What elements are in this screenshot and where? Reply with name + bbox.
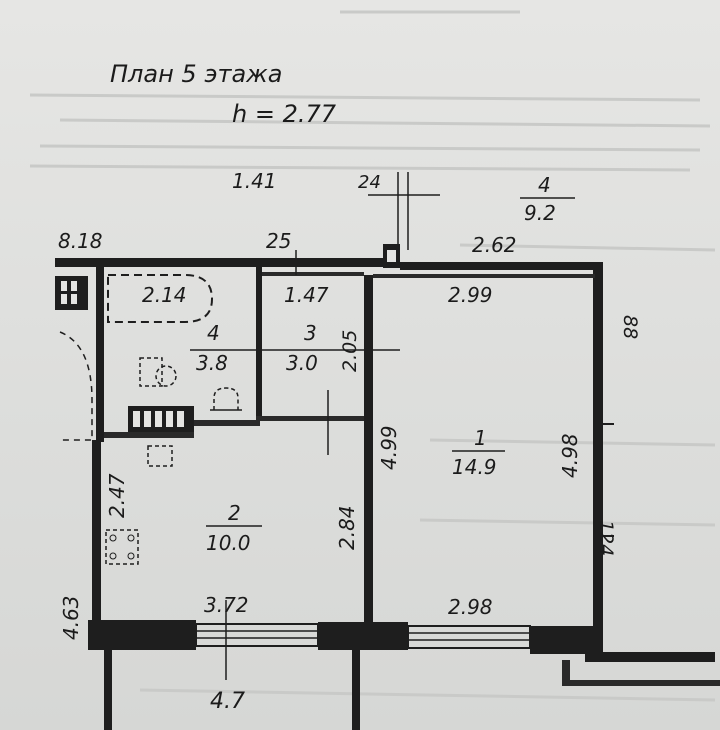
wall-top-right [400, 262, 603, 270]
wall-bottom-left [88, 620, 196, 650]
dim-right-top: 2.62 [472, 233, 517, 257]
dim-top-mid: 24 [358, 172, 381, 193]
wall-partition-3-4 [256, 266, 262, 421]
dim-right-edge-bottom: 124 [595, 520, 617, 556]
svg-text:10.0: 10.0 [206, 531, 251, 555]
windows [195, 623, 531, 649]
svg-text:3: 3 [304, 321, 317, 345]
dim-room1-width: 2.99 [448, 283, 493, 307]
wall-left-upper [96, 262, 104, 442]
dim-room2-height-right: 2.84 [335, 505, 359, 550]
dim-room4-width: 2.14 [142, 283, 187, 307]
svg-text:9.2: 9.2 [524, 201, 556, 225]
svg-text:3.8: 3.8 [196, 351, 228, 375]
wall-bottom-mid [318, 622, 408, 650]
dim-room3-width: 1.47 [284, 283, 329, 307]
dim-room1-bottom-width: 2.98 [448, 595, 493, 619]
dim-room1-left: 4.99 [377, 425, 401, 470]
plan-title: План 5 этажа [110, 60, 283, 88]
svg-text:2: 2 [228, 501, 241, 525]
radiator-room4 [128, 406, 194, 432]
dim-right-edge-top: 88 [619, 315, 641, 339]
ceiling-height: h = 2.77 [232, 100, 337, 128]
dim-top-left: 1.41 [232, 169, 277, 193]
svg-text:14.9: 14.9 [452, 455, 497, 479]
wall-bottom-right [530, 626, 593, 654]
wall-left-lower [92, 440, 101, 625]
window-room1 [407, 625, 531, 649]
radiator-left [55, 276, 88, 310]
room-4-label: 4 3.8 [196, 321, 228, 375]
dim-room1-right: 4.98 [558, 433, 582, 478]
room-3-label: 3 3.0 [286, 321, 318, 375]
dim-left-overall: 8.18 [58, 229, 103, 253]
dim-left-bottom: 4.63 [59, 595, 83, 640]
room-1-label: 1 14.9 [452, 426, 505, 479]
background-text-lines [29, 10, 716, 702]
svg-text:4: 4 [207, 321, 220, 345]
svg-text:4: 4 [538, 173, 551, 197]
washing-machine [147, 445, 173, 467]
wall-right [593, 266, 603, 632]
fixtures [55, 274, 242, 565]
toilet [139, 357, 177, 387]
dim-room3-height: 2.05 [339, 330, 361, 372]
dim-room2-height-left: 2.47 [105, 473, 129, 518]
labels: План 5 этажа h = 2.77 1.41 24 8.18 25 2.… [58, 60, 641, 714]
room-4b-label: 4 9.2 [520, 173, 575, 225]
stair-arc [59, 331, 93, 441]
dim-wall-25: 25 [266, 229, 291, 253]
svg-text:3.0: 3.0 [286, 351, 318, 375]
cabinet-room2 [105, 529, 139, 565]
svg-text:1: 1 [474, 426, 487, 450]
room-2-label: 2 10.0 [206, 501, 262, 555]
dimension-lines [190, 172, 440, 680]
balcony-area: 4.7 [210, 689, 245, 714]
window-room2 [195, 623, 319, 647]
bathtub [107, 274, 214, 323]
wall-top-left [55, 258, 393, 267]
wall-partition-room1 [364, 275, 373, 625]
balcony-wall-left [104, 648, 112, 730]
walls [55, 244, 720, 730]
balcony-wall-right [352, 648, 360, 730]
sink [210, 387, 242, 411]
dim-room2-width: 3.72 [204, 593, 249, 617]
